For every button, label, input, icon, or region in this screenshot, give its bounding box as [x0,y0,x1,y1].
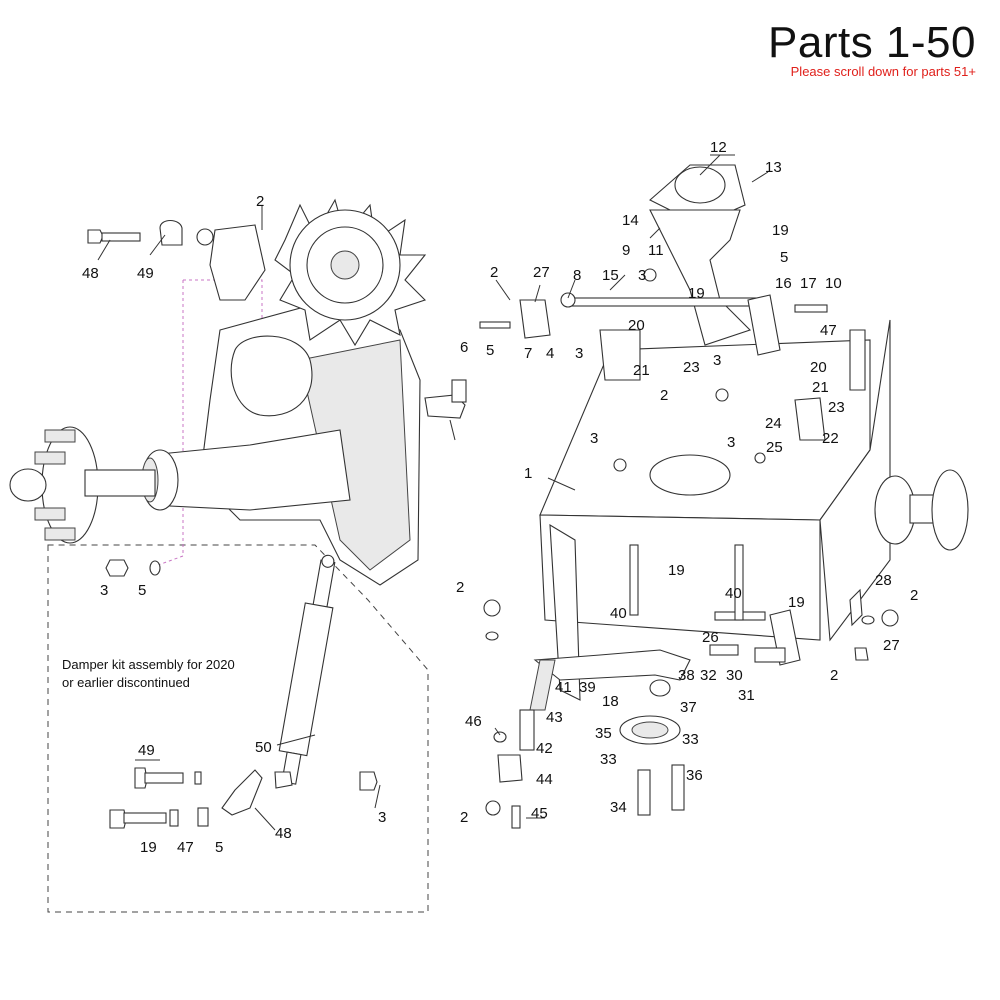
callout-3: 3 [727,434,735,451]
callout-19: 19 [788,594,805,611]
callout-3: 3 [590,430,598,447]
callout-36: 36 [686,767,703,784]
callout-13: 13 [765,159,782,176]
callout-7: 7 [524,345,532,362]
callout-47: 47 [820,322,837,339]
callout-27: 27 [883,637,900,654]
callout-46: 46 [465,713,482,730]
callout-28: 49 [137,265,154,282]
callout-23: 23 [683,359,700,376]
callout-19: 19 [668,562,685,579]
callout-24: 24 [765,415,782,432]
callout-48: 48 [275,825,292,842]
callout-23: 23 [828,399,845,416]
callout-30: 30 [726,667,743,684]
callout-8: 8 [573,267,581,284]
callout-5: 5 [486,342,494,359]
callout-6: 6 [460,339,468,356]
callouts: 2 48 49 3 5 49 50 3 48 19 47 5 12 13 14 … [82,139,918,856]
damper-kit-note: Damper kit assembly for 2020 or earlier … [62,657,235,690]
callout-2: 2 [456,579,464,596]
callout-1: 1 [524,465,532,482]
callout-2: 2 [460,809,468,826]
frame-drawing [479,164,969,829]
callout-50: 50 [255,739,272,756]
callout-40: 40 [725,585,742,602]
callout-19: 19 [772,222,789,239]
scroll-hint[interactable]: Please scroll down for parts 51+ [790,64,976,79]
callout-5: 5 [138,582,146,599]
callout-38: 38 [678,667,695,684]
callout-34: 34 [610,799,627,816]
callout-37: 37 [680,699,697,716]
callout-3: 3 [378,809,386,826]
callout-2: 2 [660,387,668,404]
callout-25: 25 [766,439,783,456]
callout-3: 3 [638,267,646,284]
callout-41: 41 [555,679,572,696]
callout-19: 19 [688,285,705,302]
callout-31: 31 [738,687,755,704]
leader-lines [97,154,769,831]
page-title: Parts 1-50 [768,18,976,67]
callout-45: 45 [531,805,548,822]
callout-42: 42 [536,740,553,757]
callout-5: 5 [780,249,788,266]
callout-12: 12 [710,139,727,156]
transaxle-drawing [9,198,467,913]
callout-19: 19 [140,839,157,856]
callout-40: 40 [610,605,627,622]
callout-49: 49 [138,742,155,759]
callout-28: 28 [875,572,892,589]
callout-22: 22 [822,430,839,447]
callout-15: 15 [602,267,619,284]
callout-44: 44 [536,771,553,788]
callout-33: 33 [682,731,699,748]
callout-17: 17 [800,275,817,292]
callout-49: 48 [82,265,99,282]
callout-2: 2 [830,667,838,684]
callout-16: 16 [775,275,792,292]
callout-2: 2 [910,587,918,604]
callout-3: 3 [575,345,583,362]
callout-20: 20 [810,359,827,376]
callout-9: 9 [622,242,630,259]
callout-14: 14 [622,212,639,229]
callout-2: 2 [490,264,498,281]
callout-5: 5 [215,839,223,856]
callout-3: 3 [100,582,108,599]
callout-20: 20 [628,317,645,334]
callout-3: 3 [713,352,721,369]
callout-33: 33 [600,751,617,768]
callout-21: 21 [633,362,650,379]
callout-26: 26 [702,629,719,646]
callout-2: 2 [256,193,264,210]
callout-10: 10 [825,275,842,292]
callout-35: 35 [595,725,612,742]
callout-39: 39 [579,679,596,696]
callout-11: 11 [648,242,664,259]
callout-4: 4 [546,345,554,362]
callout-47: 47 [177,839,194,856]
callout-18: 18 [602,693,619,710]
callout-21: 21 [812,379,829,396]
callout-32: 32 [700,667,717,684]
callout-43: 43 [546,709,563,726]
callout-27: 27 [533,264,550,281]
